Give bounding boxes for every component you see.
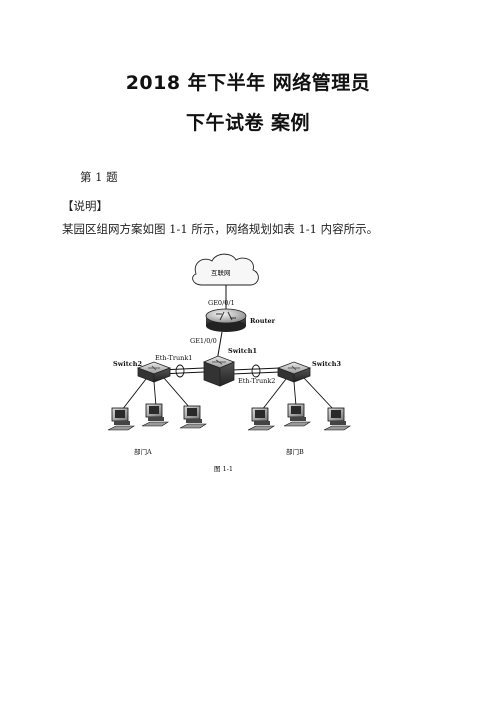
eth-trunk1-label: Eth-Trunk1 bbox=[155, 354, 192, 362]
section-heading: 【说明】 bbox=[62, 199, 108, 213]
figure-caption: 图 1-1 bbox=[214, 465, 233, 473]
switch1-icon bbox=[202, 355, 236, 387]
internet-cloud-icon bbox=[192, 253, 259, 286]
pc-b3-icon bbox=[323, 407, 351, 431]
switch3-label: Switch3 bbox=[312, 360, 341, 368]
router-port-ge1-label: GE1/0/0 bbox=[190, 337, 217, 345]
switch2-label: Switch2 bbox=[113, 360, 142, 368]
pc-a1-icon bbox=[107, 407, 135, 431]
document-title-line1: 2018 年下半年 网络管理员 bbox=[125, 72, 371, 94]
router-icon bbox=[205, 308, 247, 332]
router-label: Router bbox=[250, 317, 276, 325]
switch2-icon bbox=[136, 361, 172, 383]
dept-a-label: 部门A bbox=[134, 447, 152, 456]
pc-a3-icon bbox=[179, 405, 207, 429]
network-topology-diagram: 互联网 GE0/0/1 Router GE1/0/0 Eth-Trunk1 Et… bbox=[100, 248, 390, 483]
internet-label: 互联网 bbox=[211, 268, 231, 277]
switch1-label: Switch1 bbox=[228, 347, 257, 355]
pc-b2-icon bbox=[283, 403, 311, 427]
intro-paragraph: 某园区组网方案如图 1-1 所示，网络规划如表 1-1 内容所示。 bbox=[62, 222, 379, 236]
pc-a2-icon bbox=[141, 403, 169, 427]
question-number: 第 1 题 bbox=[80, 170, 118, 184]
pc-b1-icon bbox=[247, 407, 275, 431]
switch3-icon bbox=[276, 361, 312, 383]
dept-b-label: 部门B bbox=[286, 447, 304, 456]
document-title-line2: 下午试卷 案例 bbox=[185, 112, 311, 134]
eth-trunk2-label: Eth-Trunk2 bbox=[238, 377, 275, 385]
router-port-ge0-label: GE0/0/1 bbox=[208, 299, 235, 307]
